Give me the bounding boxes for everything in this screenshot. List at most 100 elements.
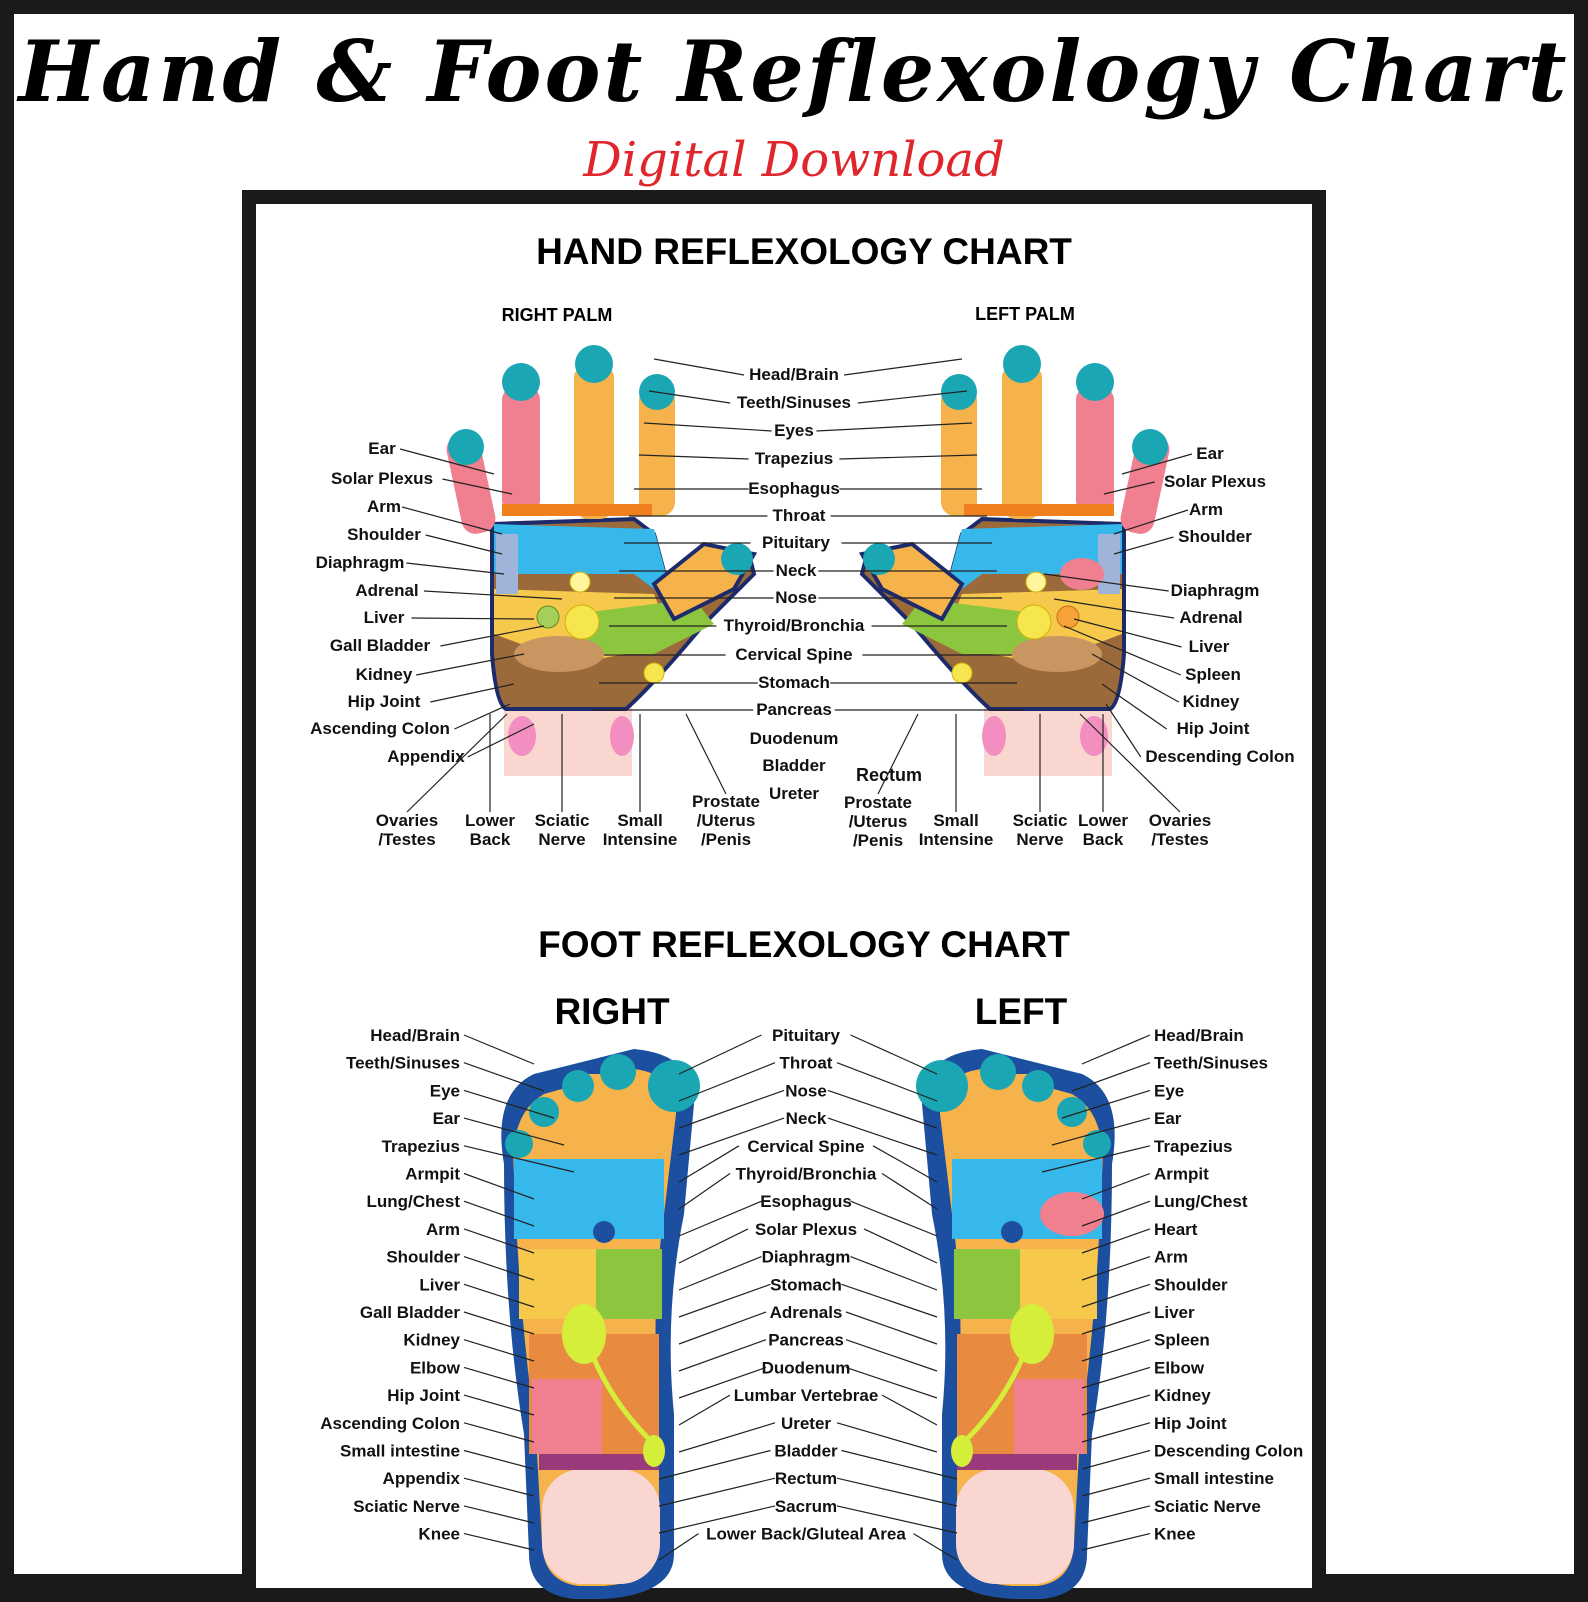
foot-left-label-teeth-sinuses: Teeth/Sinuses (1154, 1054, 1268, 1073)
hand-left-bottom-label-lower: Lower (1078, 811, 1128, 830)
right-bladder-dot (643, 662, 665, 684)
foot-left-label-liver: Liver (1154, 1303, 1195, 1322)
foot-leader-line (836, 1505, 958, 1534)
foot-right-label-teeth-sinuses: Teeth/Sinuses (346, 1054, 460, 1073)
foot-leader-line (463, 1172, 535, 1200)
right-palm-chest-zone (494, 524, 674, 604)
foot-right-label-liver: Liver (419, 1275, 460, 1294)
foot-center-label-pancreas: Pancreas (768, 1331, 844, 1350)
right-wrist-prostate (610, 716, 634, 756)
foot-left-label-heart: Heart (1154, 1220, 1198, 1239)
hand-left-bottom-label-uterus: /Uterus (849, 812, 908, 831)
hand-leader-line (1079, 713, 1181, 813)
foot-leader-line (841, 1283, 938, 1318)
foot-chart-title: FOOT REFLEXOLOGY CHART (538, 924, 1070, 965)
foot-leader-line (845, 1366, 938, 1399)
hand-left-palm-label-solar-plexus: Solar Plexus (1164, 472, 1266, 491)
foot-leader-line (678, 1145, 740, 1183)
hand-left-palm-label-ear: Ear (1196, 444, 1224, 463)
hand-leader-line (1073, 618, 1182, 648)
foot-leader-line (841, 1449, 958, 1480)
left-foot-sacrum (957, 1454, 1077, 1470)
left-pituitary-dot (1025, 571, 1047, 593)
foot-leader-line (827, 1117, 938, 1156)
foot-right-label-ascending-colon: Ascending Colon (320, 1414, 460, 1433)
right-middle-finger (574, 364, 614, 519)
hand-right-bottom-label-back: Back (470, 830, 511, 849)
foot-leader-line (850, 1034, 938, 1075)
foot-right-label-gall-bladder: Gall Bladder (360, 1303, 461, 1322)
foot-leader-line (845, 1339, 938, 1372)
foot-leader-line (463, 1449, 535, 1470)
foot-leader-line (678, 1339, 767, 1372)
hand-left-palm-label-hip-joint: Hip Joint (1177, 719, 1250, 738)
hand-right-palm-label-diaphragm: Diaphragm (316, 553, 405, 572)
foot-leader-line (1081, 1366, 1151, 1389)
foot-leader-line (658, 1505, 776, 1534)
foot-leader-line (836, 1477, 958, 1507)
foot-leader-line (1081, 1477, 1151, 1497)
foot-leader-line (881, 1394, 938, 1426)
left-palm-illustration (858, 345, 1170, 776)
foot-right-label-armpit: Armpit (405, 1165, 460, 1184)
foot-right-label-shoulder: Shoulder (386, 1248, 460, 1267)
hand-right-palm-label-adrenal: Adrenal (355, 581, 418, 600)
hand-left-bottom-label-testes: /Testes (1151, 830, 1208, 849)
right-palm-intestine (514, 636, 604, 672)
hand-leader-line (653, 358, 745, 376)
foot-left-label-lung-chest: Lung/Chest (1154, 1192, 1248, 1211)
foot-center-label-solar-plexus: Solar Plexus (755, 1220, 857, 1239)
hand-leader-line (423, 590, 563, 600)
foot-center-label-thyroid-bronchia: Thyroid/Bronchia (736, 1165, 877, 1184)
right-toe-3 (562, 1070, 594, 1102)
left-finger-tip-1 (1076, 363, 1114, 401)
hand-leader-line (442, 478, 513, 495)
right-finger-tip-2 (575, 345, 613, 383)
left-adrenal-dot (1016, 604, 1052, 640)
foot-left-label-armpit: Armpit (1154, 1165, 1209, 1184)
hand-leader-line (1053, 598, 1175, 619)
hand-leader-line (1091, 653, 1180, 703)
hand-leader-line (1113, 509, 1189, 535)
hand-center-label-bladder: Bladder (762, 756, 826, 775)
right-adrenal-dot (564, 604, 600, 640)
hand-leader-line (454, 703, 511, 730)
foot-leader-line (1081, 1283, 1151, 1308)
chart-frame: HAND REFLEXOLOGY CHART RIGHT PALM LEFT P… (242, 190, 1326, 1599)
hand-right-bottom-label-sciatic: Sciatic (535, 811, 590, 830)
right-toe-4 (529, 1097, 559, 1127)
foot-leader-line (845, 1311, 938, 1345)
hand-leader-line (877, 713, 919, 795)
foot-center-label-ureter: Ureter (781, 1414, 831, 1433)
left-palm-trapezius (964, 504, 1114, 516)
hand-leader-line (816, 422, 973, 432)
hand-left-palm-label-kidney: Kidney (1183, 692, 1240, 711)
hand-right-palm-label-arm: Arm (367, 497, 401, 516)
foot-leader-line (678, 1173, 731, 1210)
hand-left-palm-label-adrenal: Adrenal (1179, 608, 1242, 627)
foot-leader-line (678, 1062, 776, 1102)
hand-leader-line (1101, 683, 1168, 730)
left-bladder (951, 1435, 973, 1467)
right-finger-tip-4 (448, 429, 484, 465)
foot-leader-line (463, 1477, 535, 1497)
hand-leader-line (643, 422, 772, 432)
right-foot-illustration (501, 1049, 700, 1599)
foot-leader-line (463, 1062, 545, 1092)
hand-left-palm-label-arm: Arm (1189, 500, 1223, 519)
foot-leader-line (658, 1477, 776, 1507)
foot-leader-line (1081, 1034, 1151, 1065)
foot-center-label-pituitary: Pituitary (772, 1026, 841, 1045)
hand-right-palm-label-kidney: Kidney (356, 665, 413, 684)
left-middle-finger (1002, 364, 1042, 519)
foot-leader-line (463, 1339, 535, 1362)
right-bladder (643, 1435, 665, 1467)
hand-right-bottom-label-lower: Lower (465, 811, 515, 830)
hand-rectum-label: Rectum (856, 765, 922, 785)
hand-left-palm-label-diaphragm: Diaphragm (1171, 581, 1260, 600)
foot-leader-line (1081, 1256, 1151, 1281)
foot-leader-line (463, 1422, 535, 1443)
hand-right-palm-label-hip-joint: Hip Joint (348, 692, 421, 711)
hand-leader-line (857, 390, 968, 404)
